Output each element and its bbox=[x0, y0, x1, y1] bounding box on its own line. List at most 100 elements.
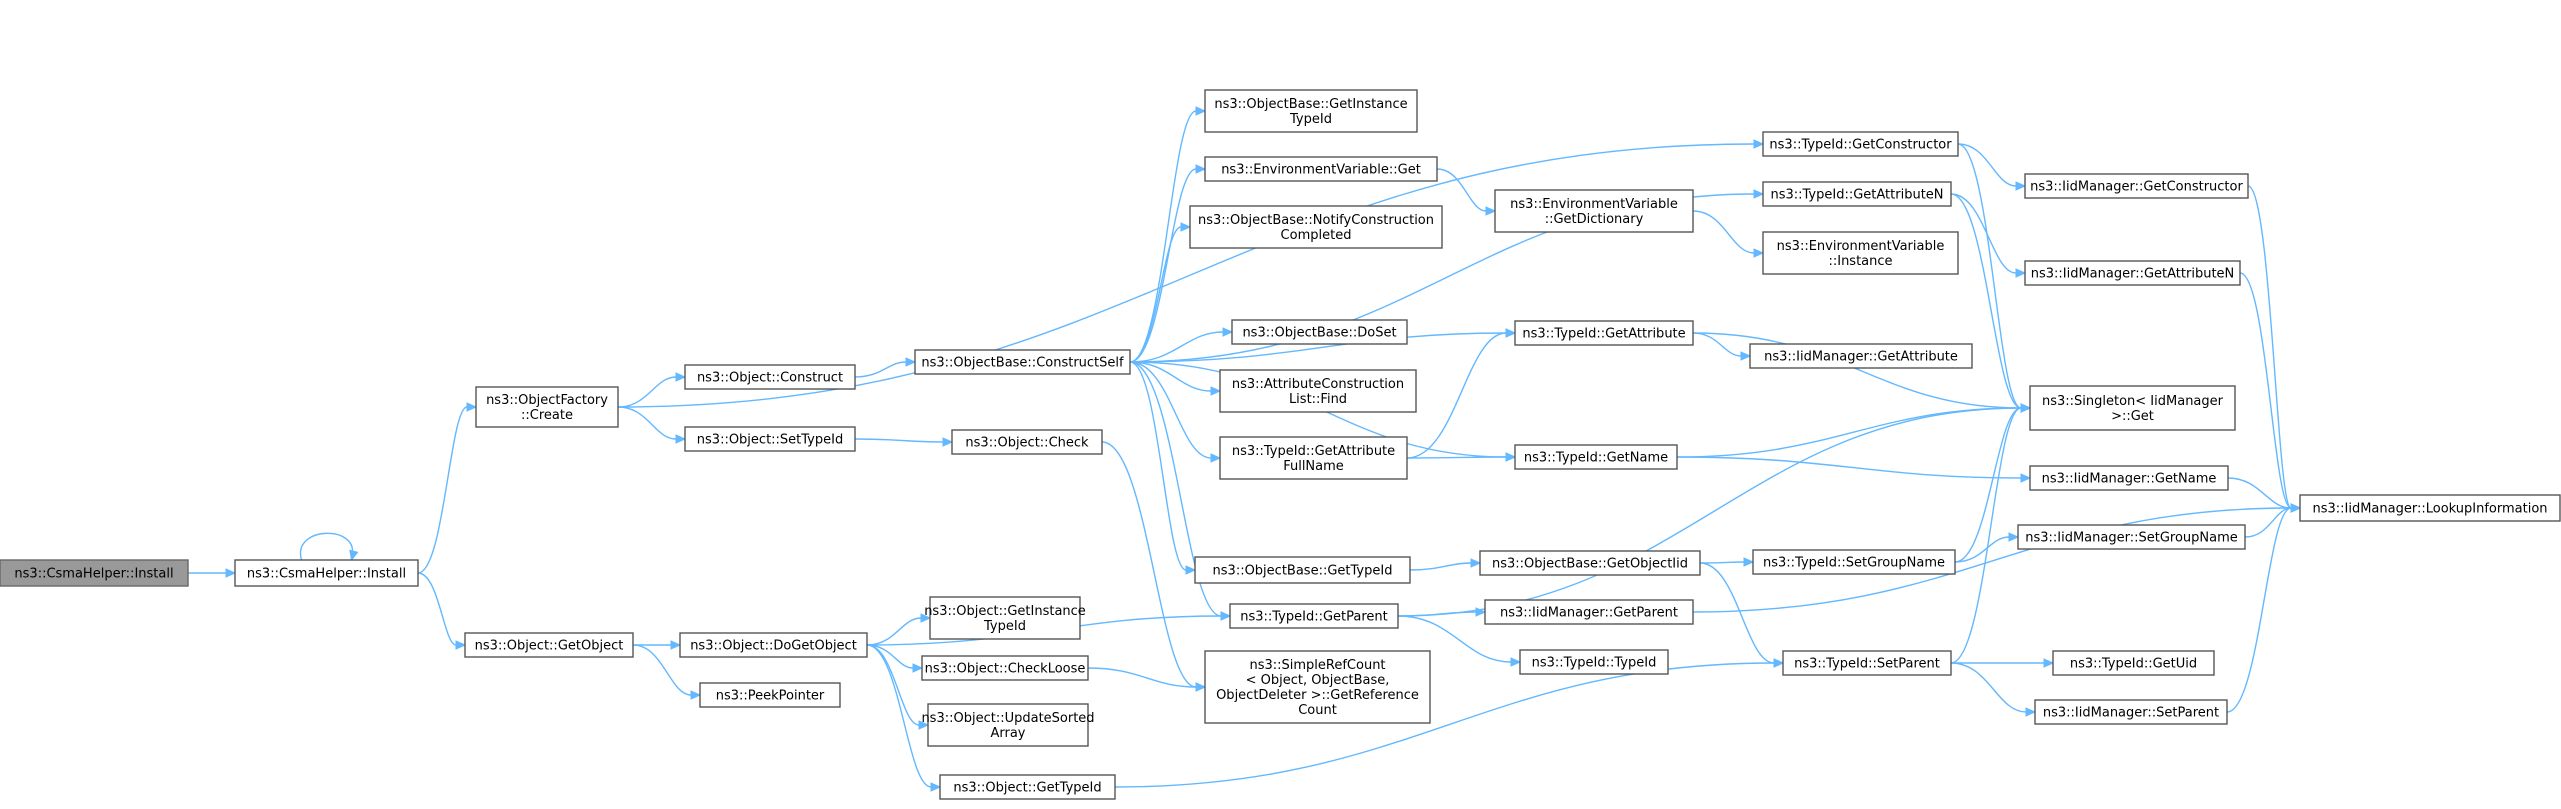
edge-objectbase-constructself-to-envvar-get bbox=[1129, 164, 1207, 363]
node-object-dogetobject[interactable]: ns3::Object::DoGetObject bbox=[679, 632, 868, 658]
node-object-settypeid[interactable]: ns3::Object::SetTypeId bbox=[684, 426, 856, 452]
node-objectbase-doset[interactable]: ns3::ObjectBase::DoSet bbox=[1231, 319, 1408, 345]
node-label: ns3::IidManager::GetName bbox=[2042, 472, 2217, 487]
node-iidmanager-getconstructor[interactable]: ns3::IidManager::GetConstructor bbox=[2024, 173, 2249, 199]
node-objectbase-gettypeid[interactable]: ns3::ObjectBase::GetTypeId bbox=[1194, 556, 1411, 584]
node-typeid-setparent[interactable]: ns3::TypeId::SetParent bbox=[1782, 650, 1952, 676]
node-csma-install-root[interactable]: ns3::CsmaHelper::Install bbox=[0, 559, 189, 587]
nodes-layer: ns3::CsmaHelper::Install ns3::CsmaHelper:… bbox=[0, 89, 2561, 800]
edge-arrowhead bbox=[670, 640, 682, 650]
node-simplerefcount-getref[interactable]: ns3::SimpleRefCount< Object, ObjectBase,… bbox=[1204, 650, 1431, 724]
node-envvar-get[interactable]: ns3::EnvironmentVariable::Get bbox=[1204, 156, 1438, 182]
node-objectbase-getobjectiid[interactable]: ns3::ObjectBase::GetObjectIid bbox=[1479, 550, 1701, 576]
edge-arrowhead bbox=[2020, 403, 2032, 413]
node-label: ns3::SimpleRefCount bbox=[1249, 658, 1385, 673]
node-box bbox=[951, 429, 1103, 455]
edge-arrowhead bbox=[675, 372, 687, 382]
node-iidmanager-getattributen[interactable]: ns3::IidManager::GetAttributeN bbox=[2024, 260, 2241, 286]
node-peekpointer[interactable]: ns3::PeekPointer bbox=[699, 682, 841, 708]
node-typeid-getparent[interactable]: ns3::TypeId::GetParent bbox=[1229, 603, 1399, 629]
node-label: ns3::EnvironmentVariable bbox=[1777, 239, 1945, 254]
edge-envvar-getdictionary-to-envvar-instance bbox=[1692, 210, 1765, 258]
node-objectbase-constructself[interactable]: ns3::ObjectBase::ConstructSelf bbox=[914, 349, 1131, 375]
node-iidmanager-setparent[interactable]: ns3::IidManager::SetParent bbox=[2034, 699, 2228, 725]
edge-arrowhead bbox=[918, 720, 930, 730]
edge-line bbox=[617, 143, 1755, 408]
node-box bbox=[475, 386, 619, 428]
edge-line bbox=[1676, 456, 2022, 479]
node-iidmanager-getname[interactable]: ns3::IidManager::GetName bbox=[2029, 465, 2229, 491]
node-box bbox=[1752, 549, 1956, 575]
edge-line bbox=[1397, 615, 1512, 663]
node-box bbox=[2017, 524, 2246, 550]
node-label: ::Instance bbox=[1828, 254, 1892, 269]
node-singleton-get[interactable]: ns3::Singleton< IidManager>::Get bbox=[2029, 385, 2236, 431]
node-label: ns3::EnvironmentVariable::Get bbox=[1221, 163, 1421, 178]
node-label: ns3::ObjectBase::GetInstance bbox=[1214, 97, 1407, 112]
node-object-getobject[interactable]: ns3::Object::GetObject bbox=[464, 632, 634, 658]
node-iidmanager-setgroupname[interactable]: ns3::IidManager::SetGroupName bbox=[2017, 524, 2246, 550]
node-typeid-getuid[interactable]: ns3::TypeId::GetUid bbox=[2052, 650, 2215, 676]
edge-objectbase-getobjectiid-to-typeid-setparent bbox=[1699, 562, 1785, 668]
node-label: ns3::ObjectBase::DoSet bbox=[1242, 326, 1396, 341]
node-label: ns3::IidManager::GetAttribute bbox=[1764, 350, 1958, 365]
edge-object-dogetobject-to-object-gettypeid bbox=[866, 644, 942, 792]
edge-arrowhead bbox=[2015, 268, 2027, 278]
node-iidmanager-getattribute[interactable]: ns3::IidManager::GetAttribute bbox=[1749, 343, 1973, 369]
node-label: ns3::Object::SetTypeId bbox=[697, 433, 843, 448]
node-box bbox=[921, 655, 1089, 681]
node-typeid-getattributen[interactable]: ns3::TypeId::GetAttributeN bbox=[1762, 181, 1952, 207]
edge-typeid-setgroupname-to-iidmanager-setgroupname bbox=[1954, 532, 2020, 563]
edges-layer bbox=[187, 106, 2302, 792]
edge-line bbox=[1954, 536, 2010, 563]
node-objectbase-notifyconstruction[interactable]: ns3::ObjectBase::NotifyConstructionCompl… bbox=[1189, 205, 1443, 249]
node-object-check[interactable]: ns3::Object::Check bbox=[951, 429, 1103, 455]
node-typeid-setgroupname[interactable]: ns3::TypeId::SetGroupName bbox=[1752, 549, 1956, 575]
node-label: TypeId bbox=[983, 619, 1026, 634]
edge-arrowhead bbox=[1743, 557, 1755, 567]
edge-object-dogetobject-to-object-getinstancetypeid bbox=[866, 613, 932, 646]
edge-csma-install-to-factory-create bbox=[417, 402, 478, 574]
edge-line bbox=[854, 361, 907, 378]
node-typeid-getattribute[interactable]: ns3::TypeId::GetAttribute bbox=[1514, 320, 1694, 346]
node-label: Completed bbox=[1281, 228, 1352, 243]
node-label: ns3::TypeId::TypeId bbox=[1532, 656, 1657, 671]
edge-typeid-setparent-to-iidmanager-setparent bbox=[1950, 662, 2037, 717]
node-label: ns3::ObjectBase::GetObjectIid bbox=[1492, 557, 1688, 572]
edge-line bbox=[1129, 226, 1182, 363]
edge-arrowhead bbox=[675, 434, 687, 444]
node-label: ns3::IidManager::LookupInformation bbox=[2312, 502, 2547, 517]
node-label: ns3::ObjectBase::GetTypeId bbox=[1213, 564, 1393, 579]
node-box bbox=[1189, 205, 1443, 249]
node-iidmanager-lookupinformation[interactable]: ns3::IidManager::LookupInformation bbox=[2299, 494, 2561, 522]
edge-line bbox=[866, 617, 922, 646]
node-box bbox=[1229, 603, 1399, 629]
node-typeid-getconstructor[interactable]: ns3::TypeId::GetConstructor bbox=[1762, 131, 1959, 157]
node-label: TypeId bbox=[1289, 112, 1332, 127]
node-iidmanager-getparent[interactable]: ns3::IidManager::GetParent bbox=[1484, 599, 1694, 625]
edge-arrowhead bbox=[1210, 453, 1222, 463]
node-envvar-getdictionary[interactable]: ns3::EnvironmentVariable::GetDictionary bbox=[1494, 189, 1694, 233]
node-csma-install[interactable]: ns3::CsmaHelper::Install bbox=[234, 559, 419, 587]
node-typeid-getname[interactable]: ns3::TypeId::GetName bbox=[1514, 444, 1678, 470]
edge-arrowhead bbox=[1485, 206, 1497, 216]
node-label: ns3::TypeId::GetAttribute bbox=[1232, 444, 1395, 459]
edge-line bbox=[2247, 185, 2292, 509]
node-typeid-typeid[interactable]: ns3::TypeId::TypeId bbox=[1519, 649, 1669, 675]
node-factory-create[interactable]: ns3::ObjectFactory::Create bbox=[475, 386, 619, 428]
edge-arrowhead bbox=[942, 437, 954, 447]
edge-line bbox=[854, 438, 944, 443]
node-label: ns3::Object::Check bbox=[965, 436, 1089, 451]
node-label: >::Get bbox=[2111, 409, 2154, 424]
node-object-checkloose[interactable]: ns3::Object::CheckLoose bbox=[921, 655, 1089, 681]
node-object-gettypeid[interactable]: ns3::Object::GetTypeId bbox=[939, 774, 1116, 800]
node-object-construct[interactable]: ns3::Object::Construct bbox=[684, 364, 856, 390]
edge-iidmanager-setparent-to-iidmanager-lookupinformation bbox=[2226, 503, 2302, 713]
node-box bbox=[1749, 343, 1973, 369]
node-envvar-instance[interactable]: ns3::EnvironmentVariable::Instance bbox=[1762, 231, 1959, 275]
